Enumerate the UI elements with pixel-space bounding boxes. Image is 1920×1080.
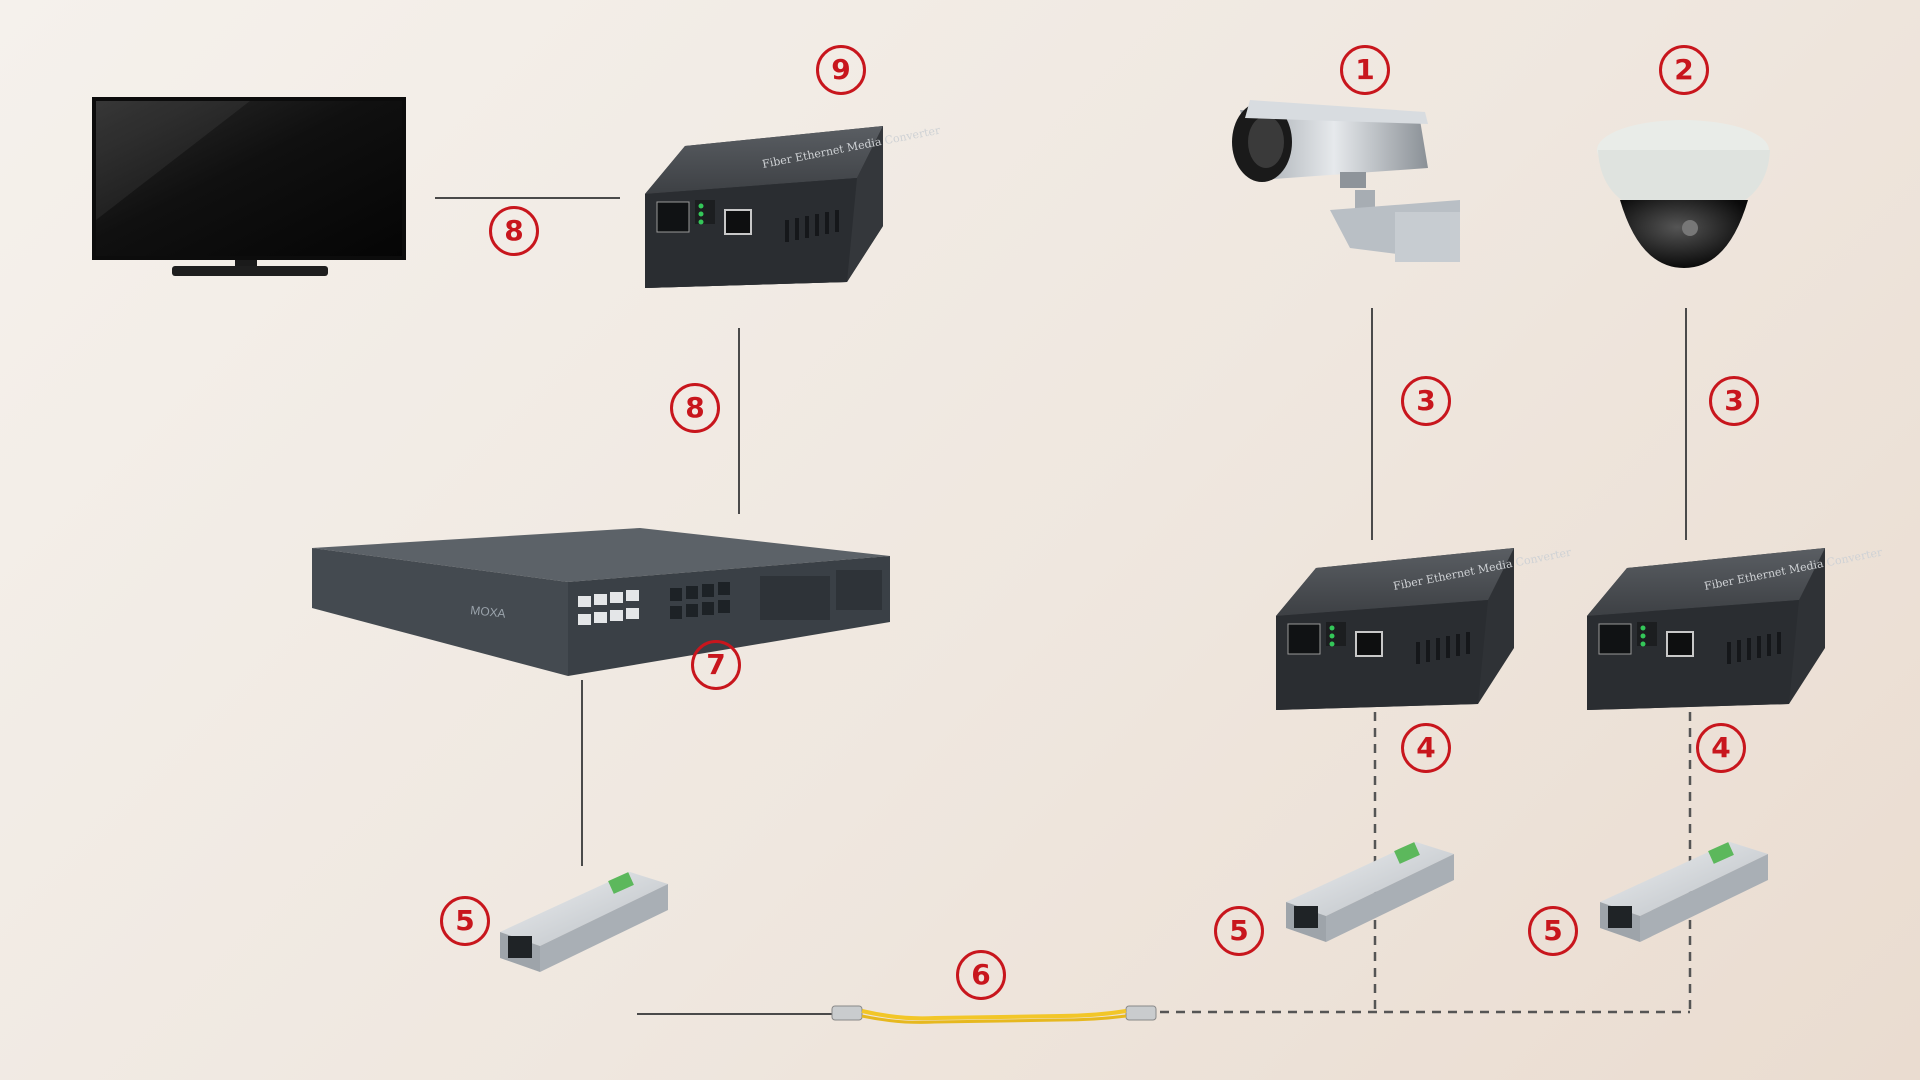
- badge-5-left: 5: [440, 896, 490, 946]
- fiber-patch-cable: [831, 1005, 1157, 1024]
- bullet-camera: [1232, 100, 1460, 262]
- sfp-module-right: [1600, 842, 1768, 942]
- badge-4-right: 4: [1696, 723, 1746, 773]
- switch-brand: MOXA: [470, 603, 507, 621]
- badge-6: 6: [956, 950, 1006, 1000]
- badge-5-mid: 5: [1214, 906, 1264, 956]
- sfp-module-mid: [1286, 842, 1454, 942]
- badge-4-left: 4: [1401, 723, 1451, 773]
- moxa-switch: MOXA: [312, 528, 890, 676]
- media-converter-tv: Fiber Ethernet Media Converter: [645, 124, 942, 288]
- media-converter-cam2: Fiber Ethernet Media Converter: [1587, 546, 1884, 710]
- badge-9: 9: [816, 45, 866, 95]
- badge-2: 2: [1659, 45, 1709, 95]
- sfp-module-left: [500, 872, 668, 972]
- dome-camera: [1597, 120, 1770, 268]
- badge-3-right: 3: [1709, 376, 1759, 426]
- connection-lines: [435, 197, 1687, 1015]
- tv-monitor: [92, 97, 406, 276]
- badge-8-top: 8: [489, 206, 539, 256]
- badge-8-mid: 8: [670, 383, 720, 433]
- badge-7: 7: [691, 640, 741, 690]
- badge-1: 1: [1340, 45, 1390, 95]
- badge-3-left: 3: [1401, 376, 1451, 426]
- badge-5-right: 5: [1528, 906, 1578, 956]
- media-converter-cam1: Fiber Ethernet Media Converter: [1276, 546, 1573, 710]
